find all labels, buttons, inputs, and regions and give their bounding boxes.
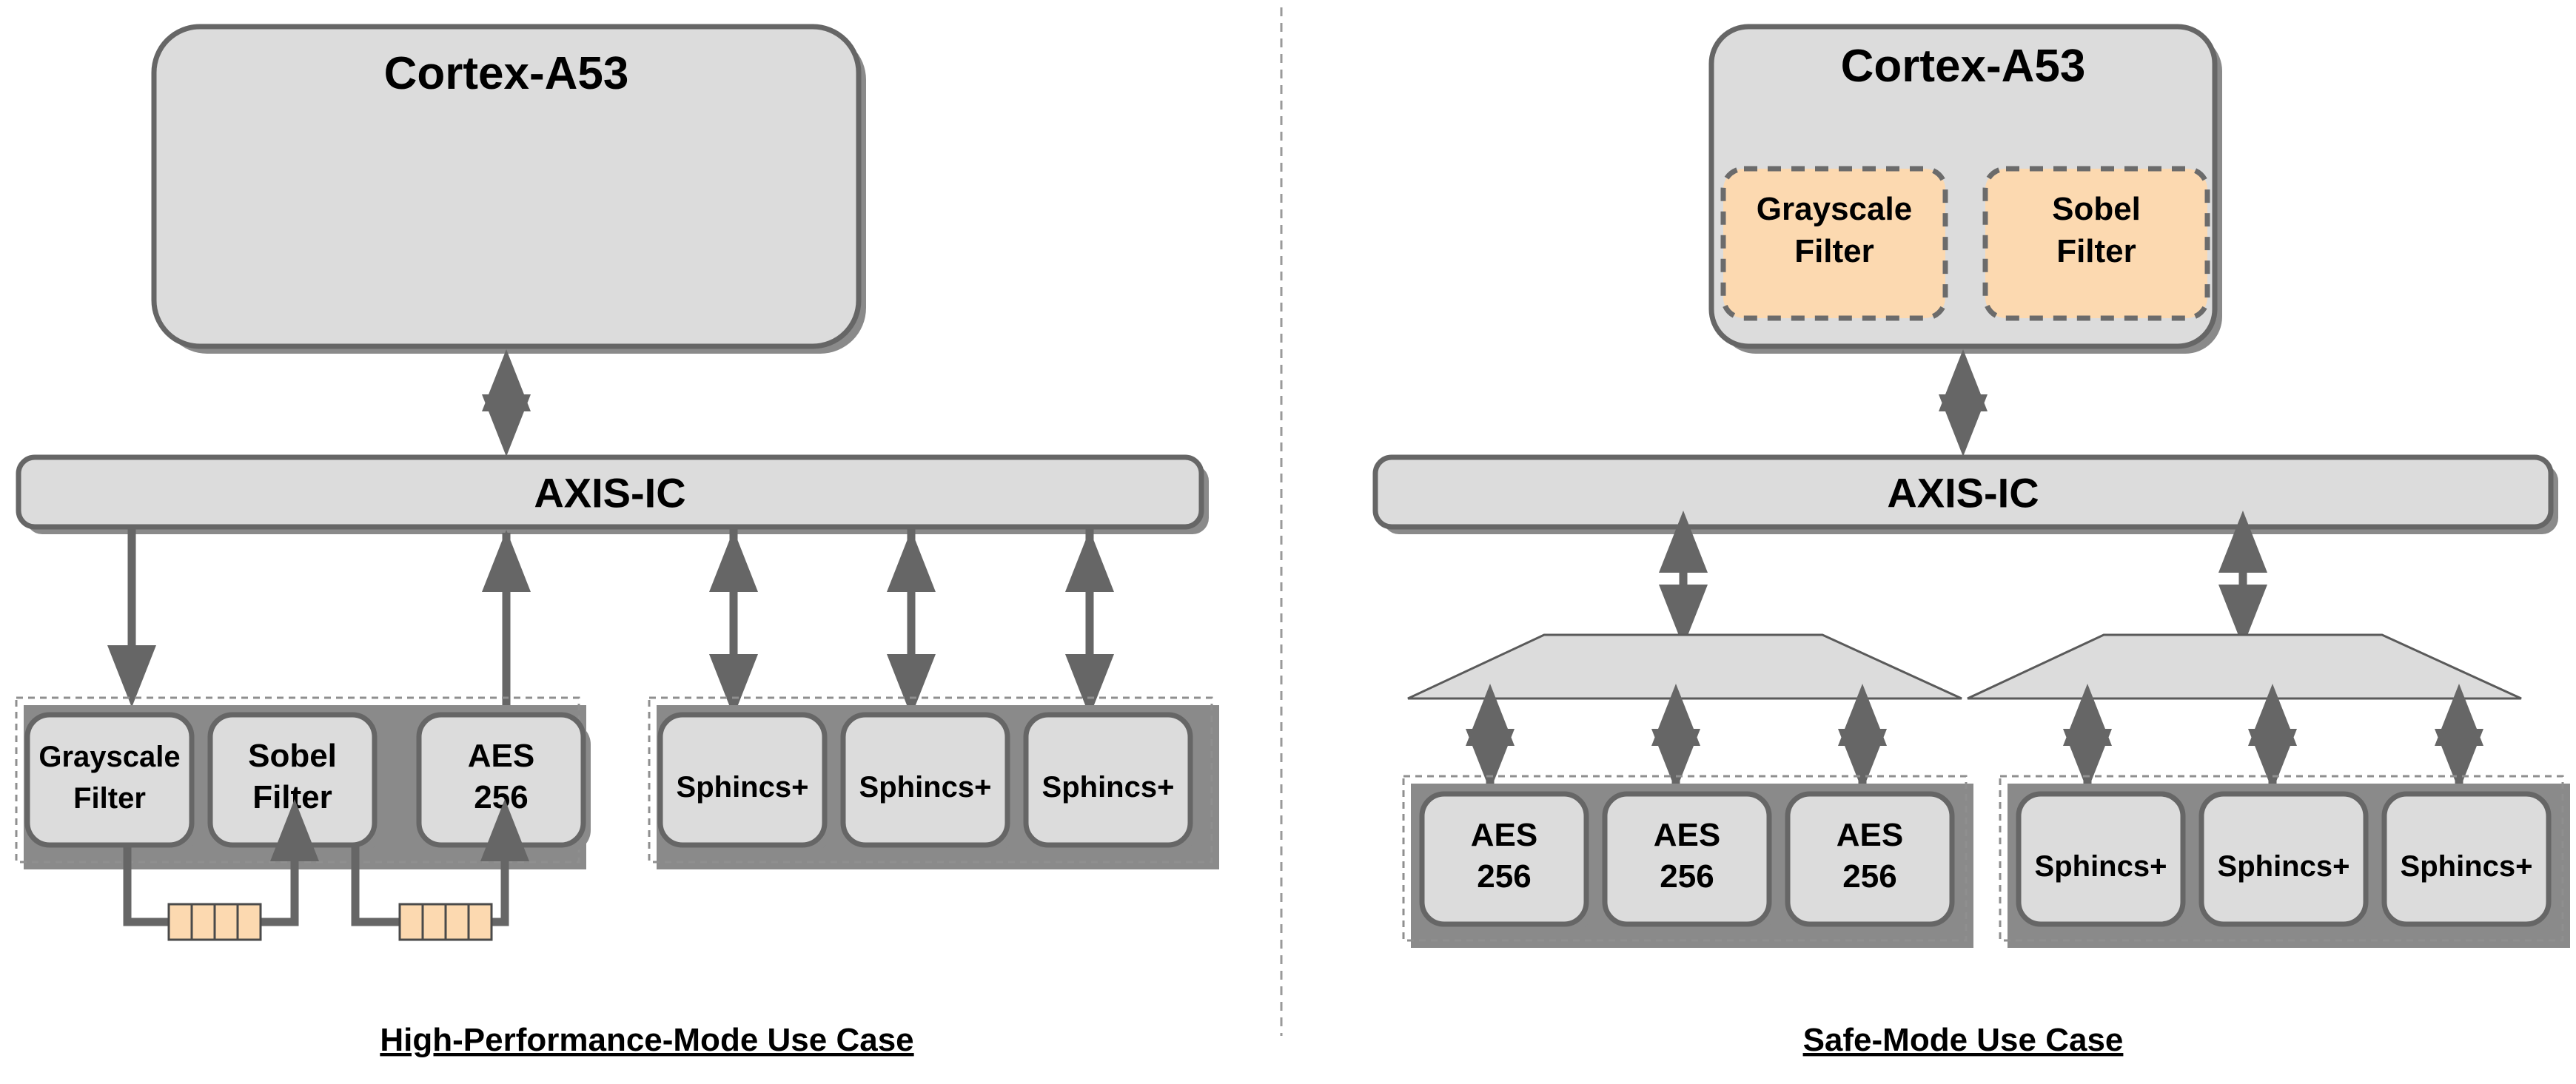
accel-label-line1: Sphincs+ (859, 771, 992, 804)
sw-block-grayscale-right[interactable]: Grayscale Filter (1720, 166, 1948, 321)
demux-sphincs[interactable] (1967, 633, 2522, 700)
accel-block-aes-right-2[interactable]: AES 256 (1602, 791, 1777, 932)
accel-label-line2: Filter (73, 782, 146, 815)
accel-block-sphincs-right-1[interactable]: Sphincs+ (2016, 791, 2190, 932)
accel-label-line1: Sphincs+ (2401, 850, 2533, 883)
accel-block-grayscale-left[interactable]: Grayscale Filter (24, 712, 199, 852)
cpu-block-left[interactable] (151, 24, 862, 349)
accel-block-aes-right-3[interactable]: AES 256 (1785, 791, 1959, 932)
cpu-label-right: Cortex-A53 (1841, 41, 2086, 92)
accel-label-line1: Sobel (248, 738, 337, 774)
accel-label-line1: Sphincs+ (677, 771, 809, 804)
accel-group-aes (1402, 775, 1968, 942)
caption-left: High-Performance-Mode Use Case (380, 1022, 913, 1058)
accel-label-line2: 256 (1477, 858, 1531, 895)
sw-label-line1: Sobel (2052, 191, 2141, 227)
wire-cpu-to-ic-right (1939, 349, 1988, 457)
wire-demux-to-sphincs-3 (2435, 684, 2483, 791)
interconnect-block-left[interactable] (16, 454, 1204, 530)
fifo-sobel-to-aes (398, 903, 493, 941)
accel-label-line1: Grayscale (38, 741, 180, 773)
sw-label-line1: Grayscale (1757, 191, 1912, 227)
accel-label-line1: AES (1471, 817, 1537, 853)
accel-block-sphincs-right-2[interactable]: Sphincs+ (2198, 791, 2373, 932)
wire-demux-to-aes-3 (1838, 684, 1887, 791)
accel-label-line2: 256 (1842, 858, 1896, 895)
wire-aes-to-ic (482, 530, 531, 715)
accel-block-sphincs-right-3[interactable]: Sphincs+ (2381, 791, 2556, 932)
wire-ic-to-sphincs-1 (709, 528, 758, 716)
sw-label-line2: Filter (2056, 233, 2136, 269)
sw-block-sobel-right[interactable]: Sobel Filter (1982, 166, 2210, 321)
fifo-path-sobel-aes (351, 799, 529, 926)
interconnect-label-right: AXIS-IC (1887, 470, 2039, 516)
wire-ic-to-demux-left (1659, 511, 1708, 647)
wire-ic-to-sphincs-2 (887, 528, 936, 716)
cpu-label-left: Cortex-A53 (384, 48, 629, 99)
demux-aes[interactable] (1407, 633, 1962, 700)
accel-label-line1: AES (1837, 817, 1903, 853)
wire-demux-to-sphincs-2 (2248, 684, 2297, 791)
accel-label-line1: Sphincs+ (2035, 850, 2167, 883)
caption-right: Safe-Mode Use Case (1803, 1022, 2124, 1058)
wire-cpu-to-ic-left (482, 349, 531, 457)
interconnect-block-right[interactable] (1372, 454, 2554, 530)
wire-ic-to-sphincs-3 (1065, 528, 1114, 716)
accel-group-sphincs (1999, 775, 2564, 942)
sw-label-line2: Filter (1794, 233, 1874, 269)
accel-block-sphincs-left-2[interactable]: Sphincs+ (840, 712, 1015, 852)
accel-block-aes-left[interactable]: AES 256 (416, 712, 591, 852)
wire-ic-to-demux-right (2218, 511, 2267, 647)
wire-demux-to-aes-1 (1466, 684, 1515, 791)
accel-block-aes-right-1[interactable]: AES 256 (1419, 791, 1594, 932)
accel-label-line1: AES (1654, 817, 1720, 853)
accel-block-sphincs-left-1[interactable]: Sphincs+ (657, 712, 832, 852)
wire-ic-to-grayscale (107, 527, 156, 707)
fifo-path-grayscale-sobel (123, 799, 319, 926)
wire-demux-to-sphincs-1 (2063, 684, 2112, 791)
accel-block-sphincs-left-3[interactable]: Sphincs+ (1023, 712, 1198, 852)
fifo-grayscale-to-sobel (167, 903, 262, 941)
interconnect-label-left: AXIS-IC (534, 470, 685, 516)
wire-demux-to-aes-2 (1651, 684, 1700, 791)
accel-block-sobel-left[interactable]: Sobel Filter (207, 712, 382, 852)
accel-label-line1: Sphincs+ (2218, 850, 2350, 883)
accel-label-line1: Sphincs+ (1042, 771, 1175, 804)
accel-group2-left (648, 696, 1213, 864)
accel-label-line2: 256 (1660, 858, 1714, 895)
accel-label-line1: AES (468, 738, 534, 774)
